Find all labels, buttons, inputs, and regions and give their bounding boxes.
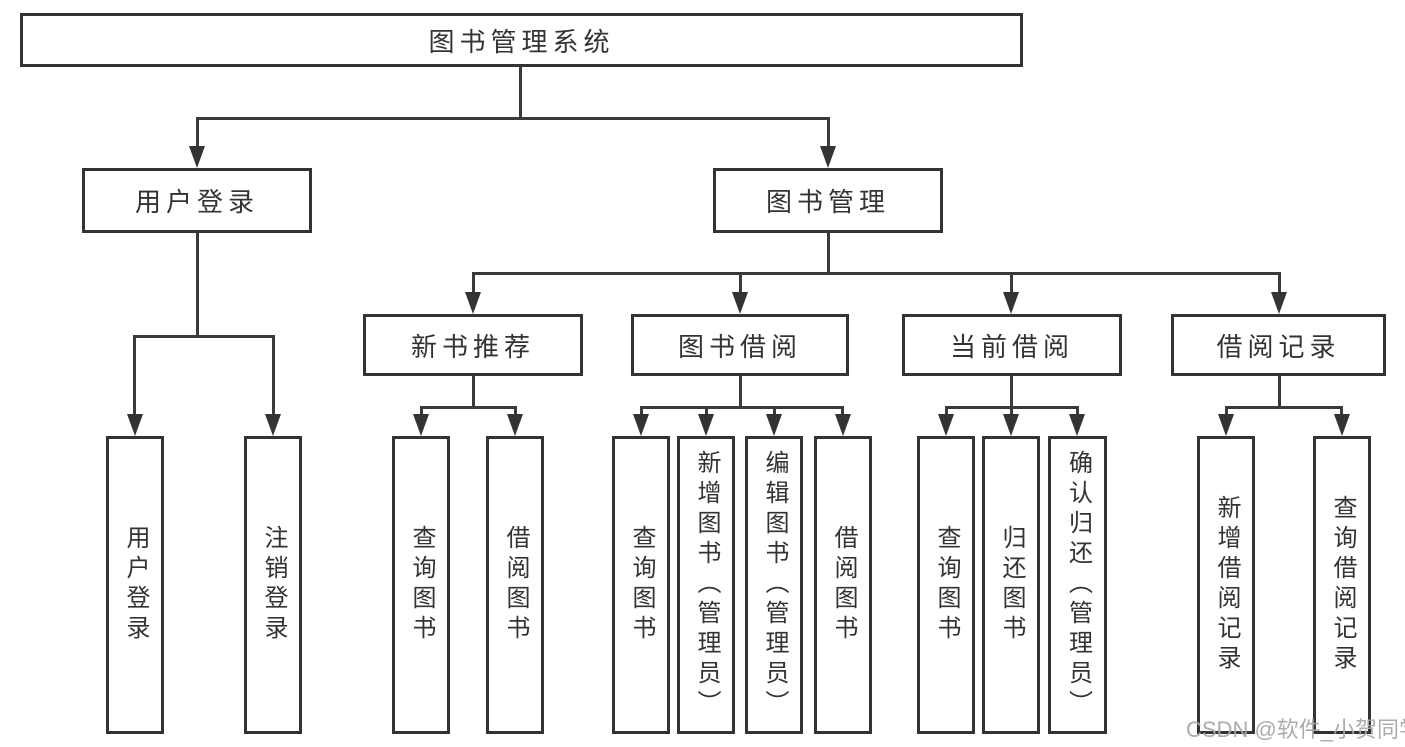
leaf-label: 编辑图书（管理员） <box>761 450 788 720</box>
connector-line <box>945 406 948 418</box>
connector-line <box>1010 272 1013 294</box>
connector-line <box>133 335 136 416</box>
connector-line <box>472 272 475 294</box>
node-label: 当前借阅 <box>949 331 1074 362</box>
leaf-label: 注销登录 <box>260 525 287 645</box>
connector-line <box>739 376 742 409</box>
connector-line <box>1010 406 1013 418</box>
node-user-login: 用户登录 <box>82 168 312 233</box>
node-label: 借阅记录 <box>1216 331 1341 362</box>
leaf-label: 查询图书 <box>933 525 960 645</box>
csdn-watermark: CSDN @软件_小贺同学 <box>1186 717 1405 742</box>
arrowhead-down <box>698 414 714 436</box>
connector-line <box>420 406 517 409</box>
connector-line <box>272 335 275 416</box>
node-current-borrow: 当前借阅 <box>902 314 1122 376</box>
node-new-book-recommend: 新书推荐 <box>363 314 583 376</box>
leaf-logout-login: 注销登录 <box>244 436 302 734</box>
leaf-add-borrow-record: 新增借阅记录 <box>1197 436 1255 734</box>
connector-line <box>519 66 522 119</box>
connector-line <box>1225 406 1343 409</box>
node-book-management: 图书管理 <box>713 168 943 233</box>
arrowhead-down <box>507 414 523 436</box>
arrowhead-down <box>633 414 649 436</box>
connector-line <box>827 117 830 148</box>
arrowhead-down <box>1003 414 1019 436</box>
leaf-label: 查询借阅记录 <box>1329 495 1356 675</box>
arrowhead-down <box>820 146 836 168</box>
connector-line <box>1340 406 1343 418</box>
connector-line <box>472 376 475 409</box>
arrowhead-down <box>1218 414 1234 436</box>
arrowhead-down <box>732 292 748 314</box>
node-label: 图书管理系统 <box>428 26 615 57</box>
connector-line <box>827 233 830 274</box>
node-label: 图书管理 <box>765 187 890 217</box>
node-library-system: 图书管理系统 <box>20 13 1023 67</box>
arrowhead-down <box>413 414 429 436</box>
leaf-return-book: 归还图书 <box>982 436 1040 734</box>
node-borrow-records: 借阅记录 <box>1171 314 1386 376</box>
arrowhead-down <box>127 414 143 436</box>
arrowhead-down <box>766 414 782 436</box>
connector-line <box>1225 406 1228 418</box>
leaf-label: 查询图书 <box>628 525 655 645</box>
leaf-query-borrow-record: 查询借阅记录 <box>1313 436 1371 734</box>
leaf-borrow-book: 借阅图书 <box>814 436 872 734</box>
connector-line <box>196 117 830 120</box>
arrowhead-down <box>938 414 954 436</box>
connector-line <box>420 406 423 418</box>
connector-line <box>1278 272 1281 294</box>
arrowhead-down <box>265 414 281 436</box>
arrowhead-down <box>1334 414 1350 436</box>
connector-line <box>133 335 275 338</box>
connector-line <box>841 406 844 418</box>
connector-line <box>196 233 199 337</box>
connector-line <box>1010 376 1013 409</box>
leaf-label: 借阅图书 <box>830 525 857 645</box>
connector-line <box>1076 406 1079 418</box>
connector-line <box>196 117 199 148</box>
node-label: 用户登录 <box>134 187 259 217</box>
node-book-borrow: 图书借阅 <box>631 314 849 376</box>
leaf-user-login: 用户登录 <box>106 436 164 734</box>
arrowhead-down <box>465 292 481 314</box>
connector-line <box>773 406 776 418</box>
arrowhead-down <box>1003 292 1019 314</box>
leaf-label: 借阅图书 <box>502 525 529 645</box>
arrowhead-down <box>1069 414 1085 436</box>
leaf-label: 归还图书 <box>998 525 1025 645</box>
connector-line <box>472 272 1281 275</box>
connector-line <box>514 406 517 418</box>
leaf-label: 新增借阅记录 <box>1213 495 1240 675</box>
connector-line <box>640 406 643 418</box>
leaf-label: 确认归还（管理员） <box>1064 450 1092 720</box>
leaf-label: 新增图书（管理员） <box>693 450 720 720</box>
leaf-query-book: 查询图书 <box>612 436 670 734</box>
leaf-query-book: 查询图书 <box>917 436 975 734</box>
arrowhead-down <box>189 146 205 168</box>
connector-line <box>640 406 844 409</box>
node-label: 新书推荐 <box>410 331 535 362</box>
connector-line <box>705 406 708 418</box>
node-label: 图书借阅 <box>677 331 802 362</box>
leaf-borrow-book: 借阅图书 <box>486 436 544 734</box>
leaf-label: 查询图书 <box>408 525 435 645</box>
leaf-label: 用户登录 <box>122 525 149 645</box>
leaf-confirm-return-admin: 确认归还（管理员） <box>1048 436 1107 734</box>
arrowhead-down <box>1271 292 1287 314</box>
leaf-add-book-admin: 新增图书（管理员） <box>677 436 735 734</box>
leaf-edit-book-admin: 编辑图书（管理员） <box>745 436 803 734</box>
leaf-query-book: 查询图书 <box>392 436 450 734</box>
connector-line <box>739 272 742 294</box>
connector-line <box>1278 376 1281 409</box>
arrowhead-down <box>835 414 851 436</box>
